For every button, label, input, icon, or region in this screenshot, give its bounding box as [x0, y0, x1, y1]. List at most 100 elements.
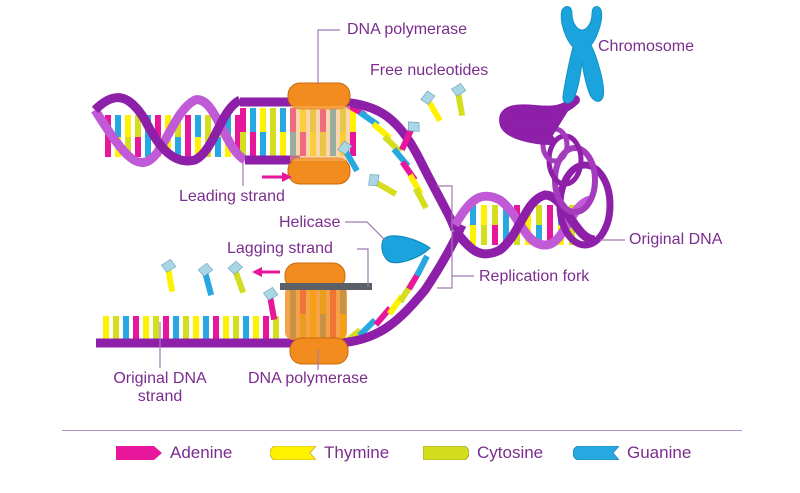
leader-helicase	[345, 221, 386, 241]
polymerase-top-upper	[287, 82, 351, 110]
base-pair-rung	[481, 225, 487, 245]
base-pair-rung	[536, 205, 542, 225]
lagging-direction-arrow	[252, 267, 280, 277]
base-pair-rung	[195, 137, 201, 157]
free-nucleotide	[420, 90, 443, 123]
base-template	[223, 316, 229, 340]
base-pair-rung	[235, 137, 241, 157]
base-pair-rung	[250, 108, 256, 132]
base-pair-rung	[175, 137, 181, 157]
nucleotide-base	[375, 180, 398, 197]
base-template	[193, 316, 199, 340]
cytosine-swatch-icon	[423, 446, 469, 460]
label-dna-polymerase-top: DNA polymerase	[347, 21, 468, 38]
base-pair-rung	[225, 115, 231, 137]
phosphate-icon	[407, 121, 420, 132]
base-template	[183, 316, 189, 340]
base-unpaired	[413, 187, 429, 210]
leader-replication-fork	[437, 185, 474, 289]
right-helix-front	[451, 190, 596, 259]
label-free-nucleotides: Free nucleotides	[370, 62, 489, 79]
lagging-primer	[280, 283, 372, 290]
phosphate-icon	[262, 287, 279, 301]
base-template	[173, 316, 179, 340]
base-pair-rung	[185, 115, 191, 137]
base-template	[113, 316, 119, 340]
right-helix	[451, 95, 614, 259]
free-nucleotide	[450, 83, 467, 117]
leader-lines	[159, 29, 625, 370]
phosphate-icon	[227, 260, 243, 275]
base-pair-rung	[260, 108, 266, 132]
base-pair-rung	[240, 132, 246, 156]
label-chromosome: Chromosome	[598, 38, 695, 55]
base-template	[143, 316, 149, 340]
free-nucleotides	[160, 83, 467, 321]
label-original-dna-strand: Original DNA strand	[100, 370, 220, 406]
base-pair-rung	[280, 132, 286, 156]
base-pair-rung	[280, 108, 286, 132]
base-pair-rung	[125, 115, 131, 137]
nucleotide-base	[232, 270, 247, 294]
base-pair-rung	[350, 132, 356, 156]
base-pair-rung	[125, 137, 131, 157]
helix-strand-front	[91, 93, 243, 166]
phosphate-icon	[450, 83, 467, 97]
base-pair-rung	[492, 225, 498, 245]
base-template	[203, 316, 209, 340]
leader-lagging-strand	[357, 248, 369, 287]
base-unpaired	[357, 317, 378, 338]
base-template	[103, 316, 109, 340]
base-pair-rung	[470, 225, 476, 245]
base-pair-rung	[481, 205, 487, 225]
nucleotide-base	[343, 150, 360, 173]
upper-parental-strand	[300, 97, 460, 232]
base-pair-rung	[492, 205, 498, 225]
free-nucleotide	[197, 262, 215, 296]
nucleotide-base	[455, 93, 466, 117]
base-pair-rung	[235, 115, 241, 137]
thymine-swatch-icon	[270, 446, 316, 460]
base-template	[133, 316, 139, 340]
base-template	[243, 316, 249, 340]
legend-item-cytosine: Cytosine	[423, 441, 543, 465]
chromosome-icon	[560, 6, 605, 104]
base-template	[233, 316, 239, 340]
base-template	[263, 316, 269, 340]
nucleotide-base	[267, 297, 278, 321]
base-pair-rung	[205, 115, 211, 137]
base-pair-rung	[350, 108, 356, 132]
legend: Adenine Thymine Cytosine Guanine	[0, 441, 800, 465]
legend-divider	[62, 430, 742, 431]
legend-item-guanine: Guanine	[573, 441, 691, 465]
base-unpaired	[414, 254, 430, 277]
right-helix-back	[451, 191, 592, 250]
phosphate-icon	[197, 262, 214, 277]
label-original-dna-strand-line2: strand	[137, 388, 183, 405]
base-pair-rung	[547, 225, 553, 245]
base-pair-rung	[145, 137, 151, 157]
legend-item-adenine: Adenine	[116, 441, 232, 465]
phosphate-icon	[160, 259, 177, 273]
base-pair-rung	[547, 205, 553, 225]
dna-polymerase-top	[287, 82, 351, 185]
base-unpaired	[373, 306, 393, 327]
label-leading-strand: Leading strand	[179, 188, 285, 205]
nucleotide-base	[202, 273, 215, 296]
base-pair-rung	[503, 225, 509, 245]
lower-parental-strand	[96, 223, 467, 348]
base-pair-rung	[185, 137, 191, 157]
base-pair-rung	[270, 132, 276, 156]
polymerase-top-lower	[287, 157, 351, 185]
base-template	[153, 316, 159, 340]
base-pair-rung	[250, 132, 256, 156]
phosphate-icon	[420, 90, 436, 105]
label-lagging-strand: Lagging strand	[227, 240, 333, 257]
phosphate-icon	[337, 140, 353, 155]
base-pair-rung	[240, 108, 246, 132]
phosphate-icon	[368, 174, 380, 187]
free-nucleotide	[368, 174, 398, 197]
polymerase-bottom-body	[285, 285, 347, 340]
base-pair-rung	[503, 205, 509, 225]
